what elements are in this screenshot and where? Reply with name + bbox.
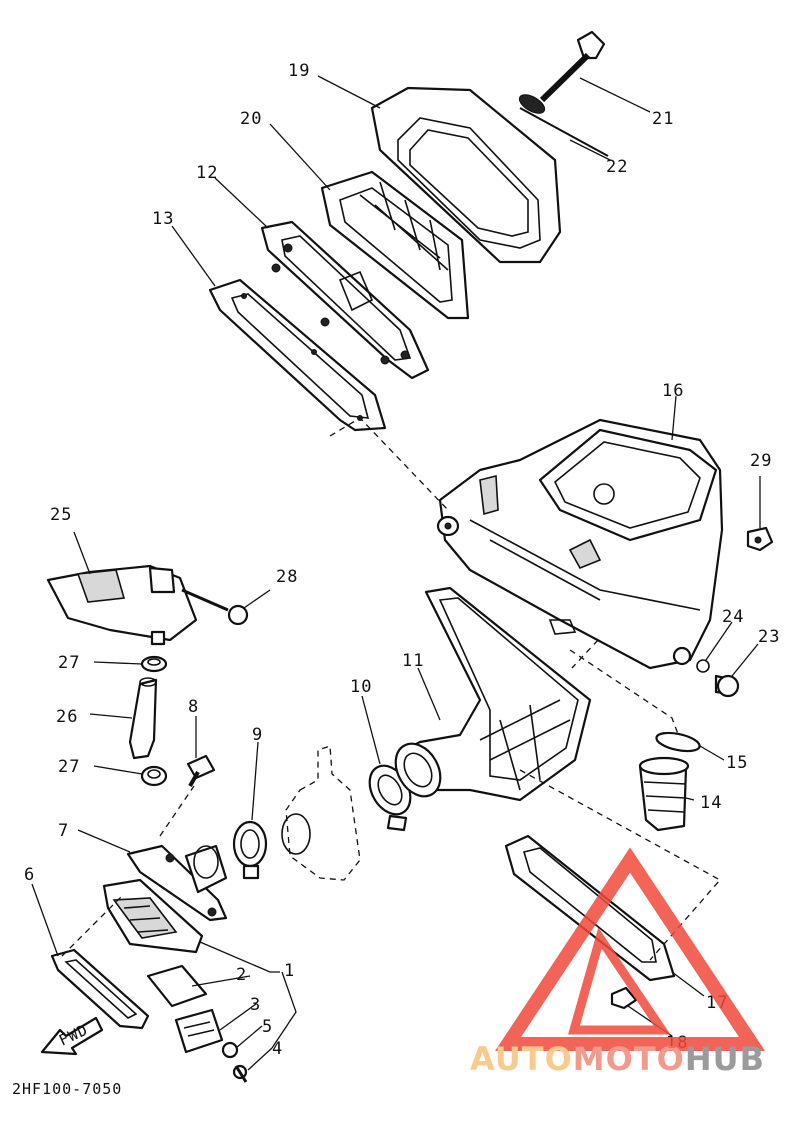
callout-8: 8 [188, 697, 199, 717]
part-15-seal-ring [655, 731, 701, 753]
callout-23: 23 [758, 627, 780, 647]
watermark-logo: AUTOMOTOHUB [470, 847, 766, 1078]
part-20-filter-guide [320, 170, 470, 320]
callout-26: 26 [56, 707, 78, 727]
callout-27-top: 27 [58, 653, 80, 673]
callout-24: 24 [722, 607, 744, 627]
callout-4: 4 [272, 1039, 283, 1059]
callout-3: 3 [250, 995, 261, 1015]
part-5-washer [221, 1041, 239, 1059]
callout-25: 25 [50, 505, 72, 525]
callout-21: 21 [652, 109, 674, 129]
callout-7: 7 [58, 821, 69, 841]
part-23-screw [714, 674, 740, 698]
part-2-reed-petal [146, 964, 208, 1008]
callout-9: 9 [252, 725, 263, 745]
callout-22: 22 [606, 157, 628, 177]
callout-29: 29 [750, 451, 772, 471]
part-26-hose [128, 677, 158, 760]
callout-13: 13 [152, 209, 174, 229]
callout-labels: 19 20 12 13 21 22 16 29 25 28 27 26 27 8… [24, 61, 780, 1059]
callout-10: 10 [350, 677, 372, 697]
leader-lines [31, 75, 761, 1071]
callout-15: 15 [726, 753, 748, 773]
part-27-clamp-top [140, 655, 168, 673]
part-21-bolt [518, 30, 606, 114]
part-25-cover [46, 564, 198, 646]
part-4-screw [232, 1064, 248, 1083]
part-7-carburetor-joint [126, 844, 228, 922]
part-9-clamp [232, 820, 268, 880]
part-3-reed-stopper [174, 1008, 224, 1054]
carburetor-outline [281, 745, 361, 881]
part-29-bolt [746, 526, 774, 552]
part-12-filter-holder [260, 220, 430, 380]
part-27-clamp-bottom [140, 765, 168, 787]
part-22-wire [519, 107, 609, 157]
part-19-air-filter [370, 86, 562, 264]
callout-20: 20 [240, 109, 262, 129]
callout-1: 1 [284, 961, 295, 981]
watermark-text-auto: AUTOMOTOHUB [470, 1040, 765, 1078]
part-8-bolt [186, 754, 216, 787]
callout-27-bottom: 27 [58, 757, 80, 777]
callout-11: 11 [402, 651, 424, 671]
callout-19: 19 [288, 61, 310, 81]
fwd-arrow: FWD [40, 1016, 104, 1056]
part-18-nut [610, 986, 638, 1010]
part-6-gasket [50, 948, 150, 1030]
callout-28: 28 [276, 567, 298, 587]
drawing-code: 2HF100-7050 [12, 1080, 122, 1098]
part-14-boot [638, 756, 690, 832]
part-24-washer [672, 646, 710, 673]
callout-12: 12 [196, 163, 218, 183]
part-28-screw [181, 588, 249, 626]
part-16-air-box [436, 418, 724, 670]
callout-2: 2 [236, 965, 247, 985]
callout-5: 5 [262, 1017, 273, 1037]
callout-16: 16 [662, 381, 684, 401]
callout-6: 6 [24, 865, 35, 885]
part-11-intake-duct [394, 586, 592, 802]
part-1-reed-valve-assembly [102, 878, 204, 954]
callout-14: 14 [700, 793, 722, 813]
